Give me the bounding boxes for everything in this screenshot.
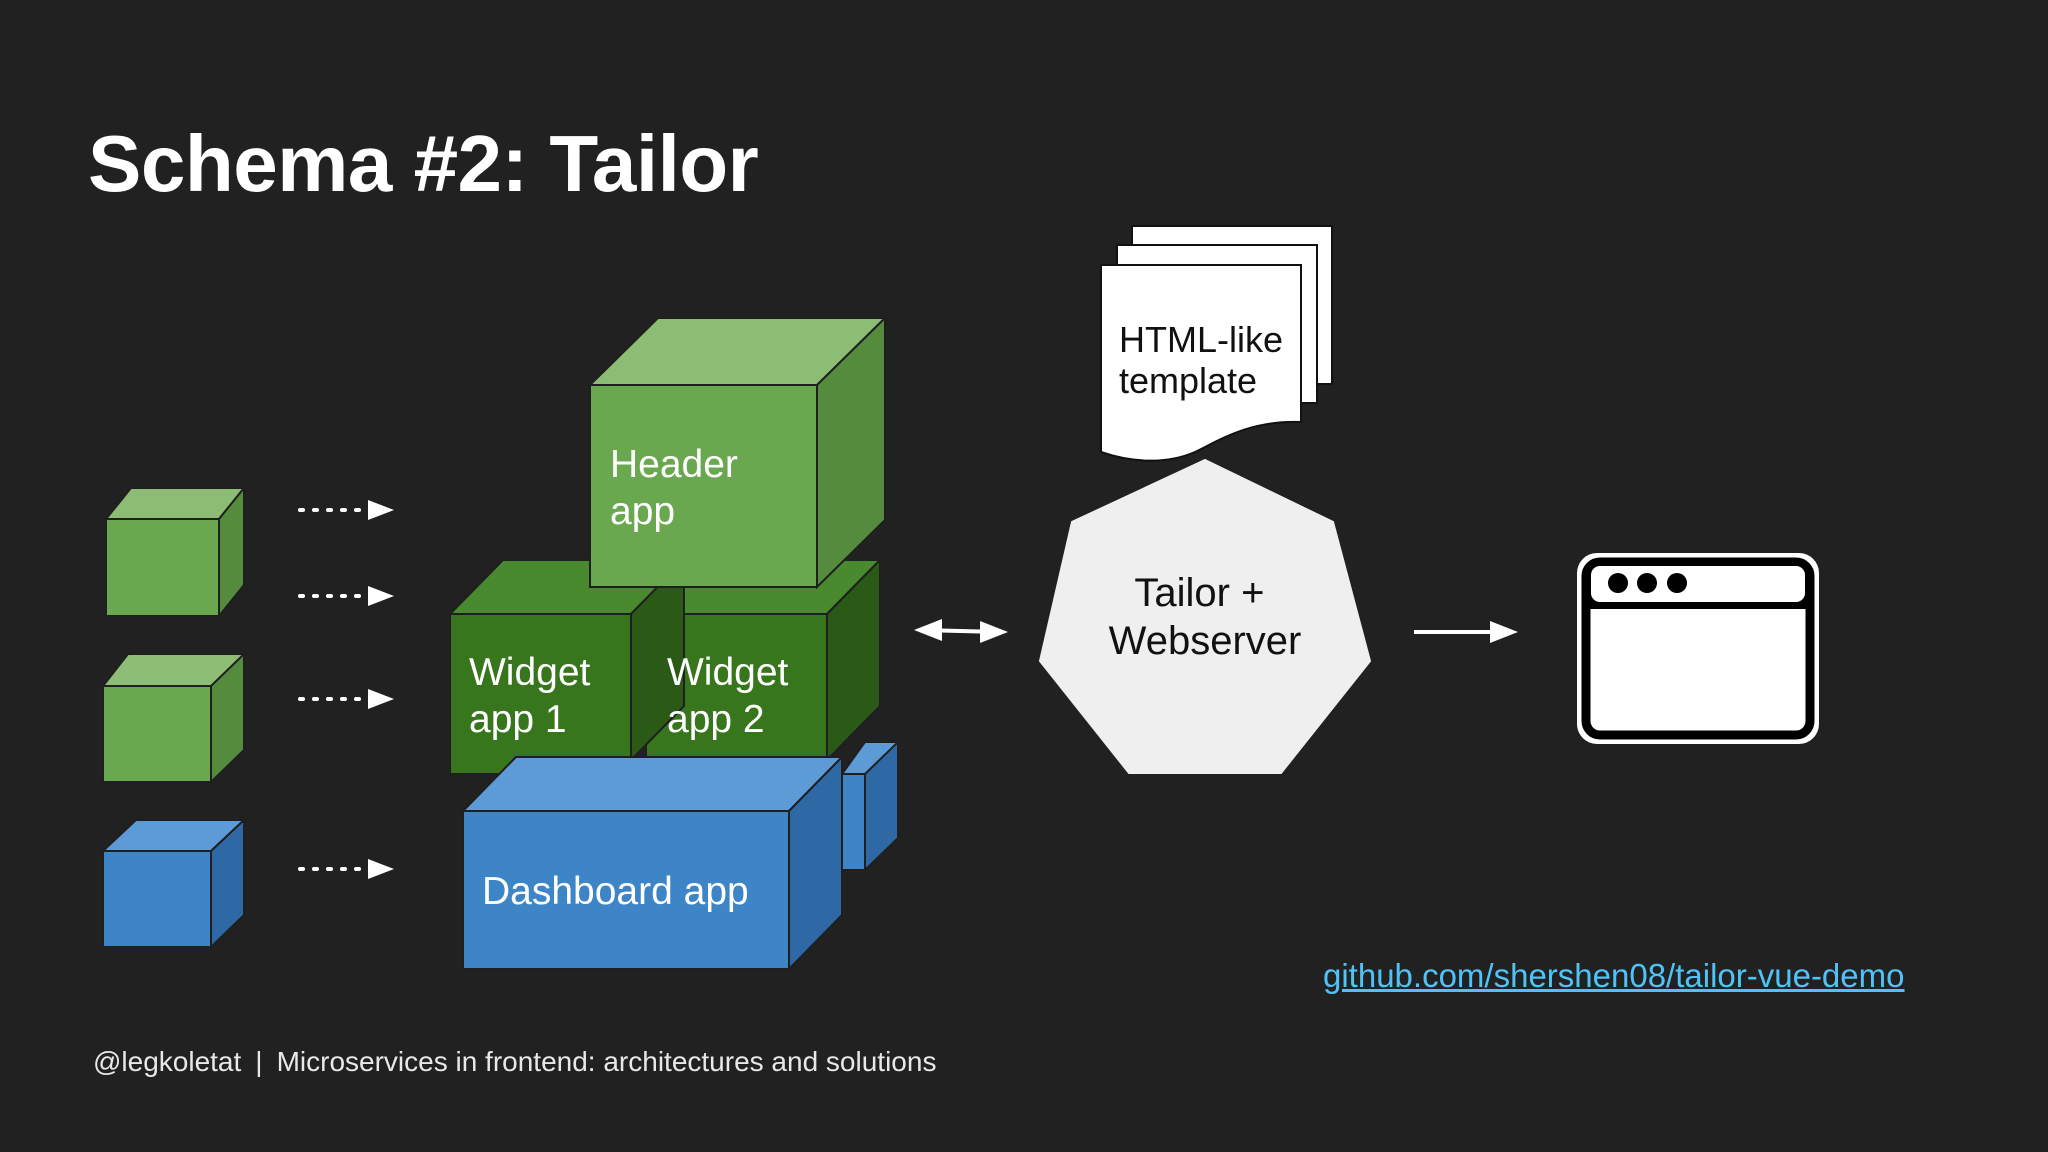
small-blue-cube (100, 817, 247, 950)
author-handle: @legkoletat (93, 1046, 242, 1077)
slide-title: Schema #2: Tailor (88, 119, 759, 208)
widget-app-1-cube (447, 557, 687, 775)
header-app-label: Header app (610, 443, 749, 533)
double-arrow-icon (914, 619, 1008, 643)
browser-window-icon (1577, 553, 1819, 744)
dotted-arrow-icon (298, 859, 394, 879)
talk-title: Microservices in frontend: architectures… (276, 1046, 937, 1077)
small-green-cube-1 (103, 485, 247, 619)
footer-separator: | (255, 1046, 263, 1077)
dashboard-app-cube (460, 754, 845, 972)
header-app-cube (587, 315, 888, 590)
widget-app-1-label: Widget app 1 (469, 651, 601, 741)
github-repo-link[interactable]: github.com/shershen08/tailor-vue-demo (1323, 957, 1905, 994)
dashboard-app-label: Dashboard app (482, 870, 749, 913)
tailor-webserver-node (1038, 458, 1372, 774)
small-green-cube-2 (100, 651, 247, 785)
template-document-stack (1100, 225, 1333, 462)
dotted-arrow-icon (298, 689, 394, 709)
widget-app-2-label: Widget app 2 (667, 651, 799, 741)
tailor-webserver-label: Tailor + Webserver (1109, 571, 1302, 663)
small-blue-block (840, 739, 900, 873)
slide-footer: @legkoletat | Microservices in frontend: a… (93, 1046, 936, 1078)
arrow-right-icon (1414, 621, 1518, 643)
template-label: HTML-like template (1119, 319, 1293, 401)
dotted-arrow-icon (298, 500, 394, 520)
dotted-arrow-icon (298, 586, 394, 606)
